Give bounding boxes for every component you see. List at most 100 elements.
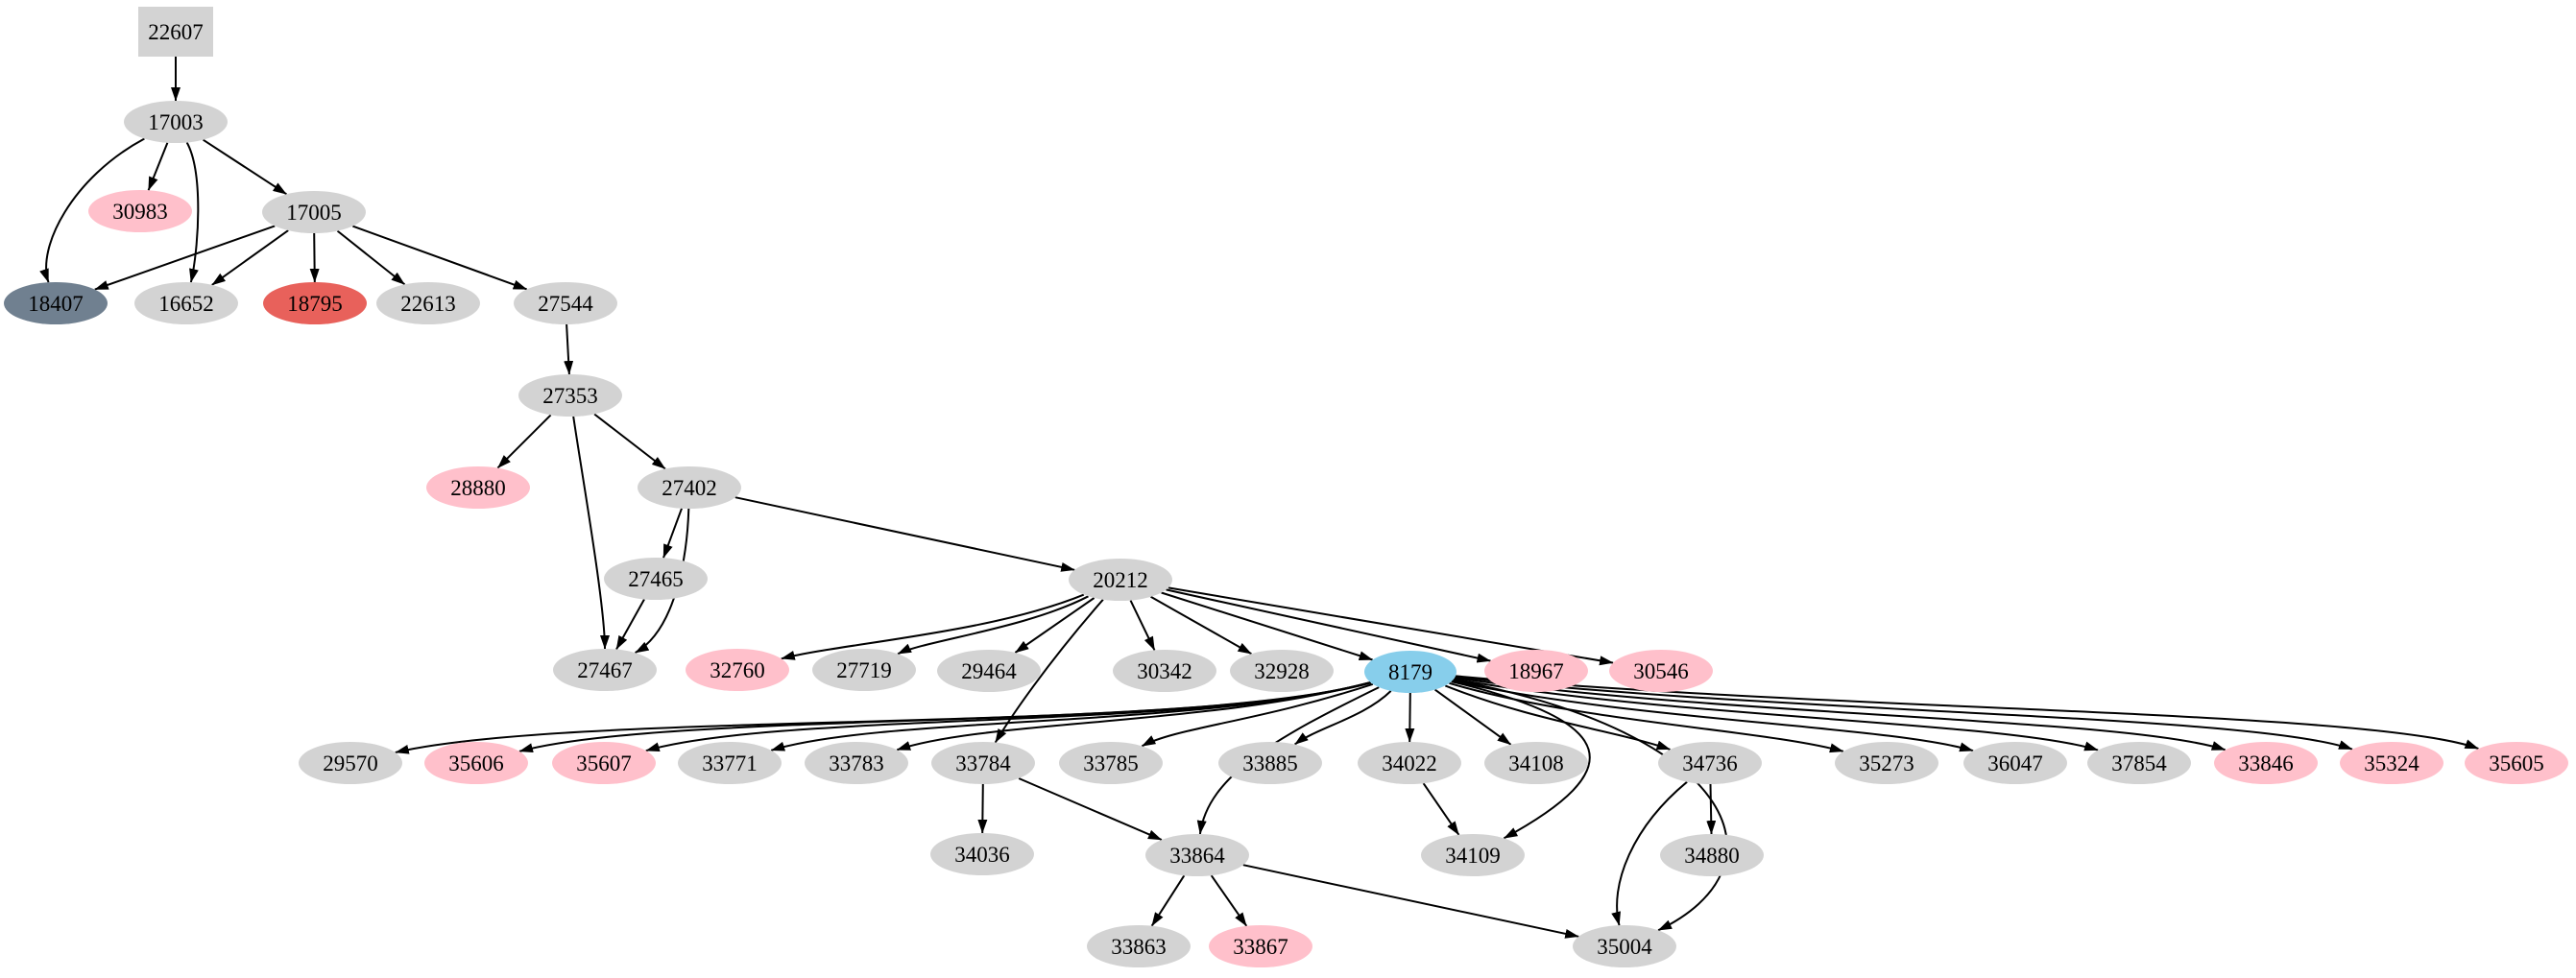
node-35324[interactable]: 35324 <box>2340 742 2444 784</box>
edge-34022-34109 <box>1422 782 1460 836</box>
edge-34736-35004 <box>1611 780 1688 926</box>
node-35004[interactable]: 35004 <box>1573 925 1676 967</box>
node-27719[interactable]: 27719 <box>812 649 916 691</box>
node-34109-label: 34109 <box>1445 844 1501 868</box>
node-33863-label: 33863 <box>1111 935 1167 959</box>
node-29570[interactable]: 29570 <box>299 742 402 784</box>
node-18407[interactable]: 18407 <box>4 282 108 324</box>
node-28880[interactable]: 28880 <box>426 466 530 509</box>
node-34022-ellipse <box>1358 742 1461 784</box>
edge-8179-35324 <box>1455 676 2353 751</box>
node-17003[interactable]: 17003 <box>124 101 228 143</box>
node-16652-ellipse <box>134 282 238 324</box>
node-18967[interactable]: 18967 <box>1484 650 1588 692</box>
node-35605-ellipse <box>2465 742 2568 784</box>
node-30983-label: 30983 <box>112 200 168 224</box>
node-27467[interactable]: 27467 <box>553 649 657 691</box>
node-34108[interactable]: 34108 <box>1484 742 1588 784</box>
node-32760[interactable]: 32760 <box>686 649 789 691</box>
node-27465-label: 27465 <box>628 567 684 591</box>
node-34109[interactable]: 34109 <box>1421 834 1525 876</box>
node-32928-label: 32928 <box>1254 659 1310 683</box>
node-29570-ellipse <box>299 742 402 784</box>
node-35004-label: 35004 <box>1597 935 1652 959</box>
edge-33864-33867 <box>1210 874 1248 927</box>
node-22607[interactable]: 22607 <box>138 7 213 57</box>
node-35606[interactable]: 35606 <box>424 742 528 784</box>
node-33846[interactable]: 33846 <box>2214 742 2318 784</box>
node-18795-label: 18795 <box>287 292 343 316</box>
node-20212-label: 20212 <box>1093 568 1148 592</box>
node-33783-label: 33783 <box>829 751 884 775</box>
node-35605[interactable]: 35605 <box>2465 742 2568 784</box>
node-35273[interactable]: 35273 <box>1835 742 1938 784</box>
node-29464-label: 29464 <box>961 659 1017 683</box>
node-33783[interactable]: 33783 <box>805 742 908 784</box>
node-34022[interactable]: 34022 <box>1358 742 1461 784</box>
node-34880[interactable]: 34880 <box>1660 834 1764 876</box>
node-27402[interactable]: 27402 <box>638 466 741 509</box>
edge-33784-34036 <box>977 783 988 834</box>
edge-20212-33784 <box>994 599 1104 744</box>
node-33784[interactable]: 33784 <box>931 742 1035 784</box>
edge-17003-18407 <box>39 137 145 283</box>
node-22613[interactable]: 22613 <box>376 282 480 324</box>
node-33864[interactable]: 33864 <box>1145 834 1249 876</box>
node-17003-ellipse <box>124 101 228 143</box>
node-35004-ellipse <box>1573 925 1676 967</box>
node-18795[interactable]: 18795 <box>263 282 367 324</box>
edge-20212-32928 <box>1150 595 1252 656</box>
edge-8179-37854 <box>1453 678 2099 751</box>
node-27402-ellipse <box>638 466 741 509</box>
edge-33864-35004 <box>1242 864 1579 939</box>
node-16652[interactable]: 16652 <box>134 282 238 324</box>
node-27467-ellipse <box>553 649 657 691</box>
node-27544[interactable]: 27544 <box>514 282 617 324</box>
node-32928-ellipse <box>1230 650 1334 692</box>
node-30342-ellipse <box>1113 650 1216 692</box>
node-30546-ellipse <box>1609 650 1713 692</box>
node-33783-ellipse <box>805 742 908 784</box>
node-27465[interactable]: 27465 <box>604 558 708 600</box>
node-32760-label: 32760 <box>710 658 765 682</box>
node-28880-ellipse <box>426 466 530 509</box>
node-16652-label: 16652 <box>158 292 214 316</box>
edge-8179-35606 <box>518 681 1371 753</box>
node-27544-ellipse <box>514 282 617 324</box>
node-30983[interactable]: 30983 <box>88 190 192 232</box>
node-34036[interactable]: 34036 <box>930 833 1034 875</box>
node-29464[interactable]: 29464 <box>937 650 1041 692</box>
node-30546[interactable]: 30546 <box>1609 650 1713 692</box>
node-33863[interactable]: 33863 <box>1087 925 1191 967</box>
node-35607[interactable]: 35607 <box>552 742 656 784</box>
node-32760-ellipse <box>686 649 789 691</box>
node-33885[interactable]: 33885 <box>1218 742 1322 784</box>
node-30342[interactable]: 30342 <box>1113 650 1216 692</box>
node-34736-ellipse <box>1658 742 1762 784</box>
node-35324-label: 35324 <box>2364 751 2420 775</box>
node-32928[interactable]: 32928 <box>1230 650 1334 692</box>
node-33867-ellipse <box>1209 925 1312 967</box>
node-18967-ellipse <box>1484 650 1588 692</box>
edge-8179-33783 <box>896 681 1371 751</box>
node-8179[interactable]: 8179 <box>1364 651 1457 693</box>
node-33771[interactable]: 33771 <box>678 742 782 784</box>
node-17005[interactable]: 17005 <box>262 191 366 233</box>
edge-20212-29464 <box>1014 597 1095 654</box>
node-33867[interactable]: 33867 <box>1209 925 1312 967</box>
node-20212[interactable]: 20212 <box>1069 559 1172 601</box>
edges-layer <box>39 57 2479 939</box>
edge-17005-18795 <box>309 232 320 283</box>
node-36047[interactable]: 36047 <box>1963 742 2067 784</box>
node-37854[interactable]: 37854 <box>2087 742 2191 784</box>
edge-17003-30983 <box>147 142 169 191</box>
node-33785[interactable]: 33785 <box>1059 742 1163 784</box>
node-34036-ellipse <box>930 833 1034 875</box>
edge-8179-33885 <box>1293 690 1392 746</box>
node-18795-ellipse <box>263 282 367 324</box>
node-34736[interactable]: 34736 <box>1658 742 1762 784</box>
node-27353[interactable]: 27353 <box>518 374 622 417</box>
node-27402-label: 27402 <box>662 476 717 500</box>
node-27467-label: 27467 <box>577 658 633 682</box>
